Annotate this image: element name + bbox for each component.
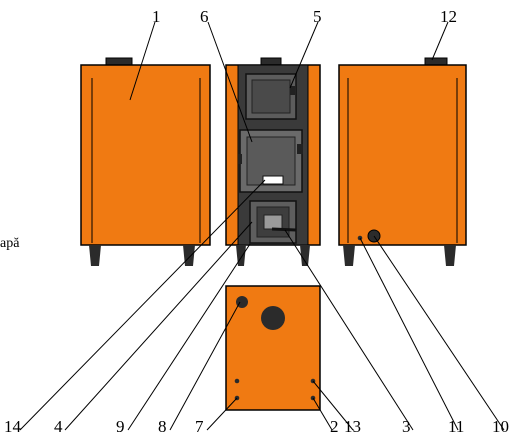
- right-foot-right: [444, 245, 456, 266]
- callout-1: 1: [152, 7, 161, 26]
- callout-8: 8: [158, 417, 167, 436]
- callout-5: 5: [313, 7, 322, 26]
- leader-2: [312, 397, 333, 431]
- left-foot-left: [89, 245, 101, 266]
- callout-11: 11: [448, 417, 464, 436]
- callout-6: 6: [200, 7, 209, 26]
- plate-flue-port: [261, 306, 285, 330]
- lower-door-handle: [271, 227, 297, 232]
- callout-10: 10: [492, 417, 509, 436]
- callout-3: 3: [402, 417, 411, 436]
- callout-4: 4: [54, 417, 63, 436]
- callout-9: 9: [116, 417, 125, 436]
- right-foot-left: [343, 245, 355, 266]
- callout-7: 7: [195, 417, 204, 436]
- leader-lines: [19, 21, 505, 431]
- right-boiler-view: [338, 57, 467, 266]
- leader-4: [64, 221, 253, 431]
- callout-14: 14: [4, 417, 22, 436]
- left-boiler-view: [80, 57, 211, 266]
- leader-8: [169, 301, 241, 431]
- leader-11: [359, 237, 459, 431]
- callout-13: 13: [344, 417, 361, 436]
- leader-13: [312, 380, 354, 431]
- middle-door-vent: [262, 175, 284, 185]
- plate-port-8: [234, 378, 240, 384]
- upper-door-latch: [290, 86, 295, 95]
- leader-14: [19, 179, 266, 431]
- leader-7: [206, 397, 238, 431]
- middle-door-latch: [297, 144, 303, 154]
- leader-10: [373, 235, 505, 431]
- leader-3: [284, 229, 414, 431]
- right-boiler-body: [338, 64, 467, 246]
- callout-2: 2: [330, 417, 339, 436]
- leader-12: [431, 21, 449, 61]
- lower-door-damper: [263, 214, 283, 230]
- bottom-plate-view: [225, 285, 321, 411]
- front-foot-right: [300, 245, 310, 266]
- middle-door-hinge: [238, 154, 242, 164]
- callout-12: 12: [440, 7, 457, 26]
- left-foot-right: [183, 245, 195, 266]
- plate-small-port: [236, 296, 248, 308]
- leader-6: [207, 21, 253, 143]
- front-boiler-view: [225, 57, 321, 266]
- leader-1: [129, 21, 156, 101]
- side-text-fragment: apă: [0, 236, 20, 251]
- left-boiler-body: [80, 64, 211, 246]
- leader-5: [289, 21, 319, 89]
- upper-door-panel: [251, 79, 291, 114]
- leader-9: [127, 243, 251, 431]
